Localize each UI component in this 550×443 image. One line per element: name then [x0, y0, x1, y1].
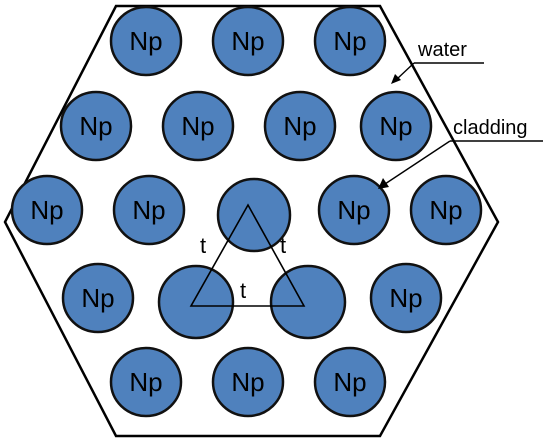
- cladding-annotation: cladding: [378, 117, 543, 189]
- fuel-pin-label: Np: [389, 283, 422, 313]
- fuel-pin-label: Np: [337, 195, 370, 225]
- water-leader: [396, 62, 415, 80]
- fuel-pin-label: Np: [283, 111, 316, 141]
- fuel-pin: Np: [317, 174, 391, 246]
- fuel-pin-label: Np: [81, 283, 114, 313]
- cladding-label: cladding: [453, 117, 528, 139]
- pitch-pin-bottom-left: [157, 264, 235, 340]
- fuel-pin-cladding: [409, 174, 483, 246]
- fuel-pin: Np: [369, 262, 443, 334]
- fuel-pin-cladding: [263, 90, 337, 162]
- fuel-pin: Np: [10, 174, 84, 246]
- fuel-pin: Np: [313, 346, 387, 418]
- fuel-pin-cladding: [359, 90, 433, 162]
- fuel-pin-cladding: [61, 262, 135, 334]
- fuel-pin-label: Np: [132, 195, 165, 225]
- water-arrowhead: [391, 74, 401, 84]
- fuel-pin-label: Np: [429, 195, 462, 225]
- fuel-pin-cladding: [317, 174, 391, 246]
- fuel-pin-cladding: [59, 90, 133, 162]
- cladding-leader: [384, 140, 451, 185]
- fuel-pin: Np: [263, 90, 337, 162]
- pitch-triangle: [189, 203, 306, 307]
- fuel-pin: Np: [61, 262, 135, 334]
- fuel-pin-cladding: [369, 262, 443, 334]
- fuel-pin-cladding: [10, 174, 84, 246]
- fuel-pin-cladding: [109, 346, 183, 418]
- fuel-pin-label: Np: [333, 367, 366, 397]
- fuel-pin-cladding: [112, 174, 186, 246]
- fuel-pin-label: Np: [333, 26, 366, 56]
- fuel-pin: Np: [109, 5, 183, 77]
- pitch-label-bottom: t: [240, 278, 246, 303]
- fuel-pin: Np: [59, 90, 133, 162]
- fuel-pin: Np: [161, 90, 235, 162]
- fuel-pin-label: Np: [231, 26, 264, 56]
- fuel-pin: Np: [409, 174, 483, 246]
- fuel-pin-cladding: [313, 5, 387, 77]
- fuel-pin-label: Np: [79, 111, 112, 141]
- fuel-pin-label: Np: [379, 111, 412, 141]
- fuel-pin-cladding: [109, 5, 183, 77]
- fuel-pin: Np: [109, 346, 183, 418]
- water-label: water: [417, 39, 467, 61]
- cladding-arrowhead: [378, 178, 389, 189]
- fuel-pin: Np: [359, 90, 433, 162]
- fuel-pin-cladding: [161, 90, 235, 162]
- fuel-pin-label: Np: [30, 195, 63, 225]
- fuel-pin-label: Np: [231, 367, 264, 397]
- fuel-pin-cladding: [313, 346, 387, 418]
- pitch-pin-bottom-right: [269, 264, 347, 340]
- fuel-pin-label: Np: [181, 111, 214, 141]
- pitch-label-left: t: [200, 233, 206, 258]
- fuel-pin-cladding: [211, 346, 285, 418]
- fuel-pin: Np: [211, 346, 285, 418]
- fuel-pin: Np: [313, 5, 387, 77]
- fuel-pin-label: Np: [129, 26, 162, 56]
- fuel-pin: Np: [211, 5, 285, 77]
- water-annotation: water: [391, 39, 484, 84]
- fuel-pin-cladding: [211, 5, 285, 77]
- pitch-label-right: t: [280, 233, 286, 258]
- fuel-pin-label: Np: [129, 367, 162, 397]
- fuel-pin: Np: [112, 174, 186, 246]
